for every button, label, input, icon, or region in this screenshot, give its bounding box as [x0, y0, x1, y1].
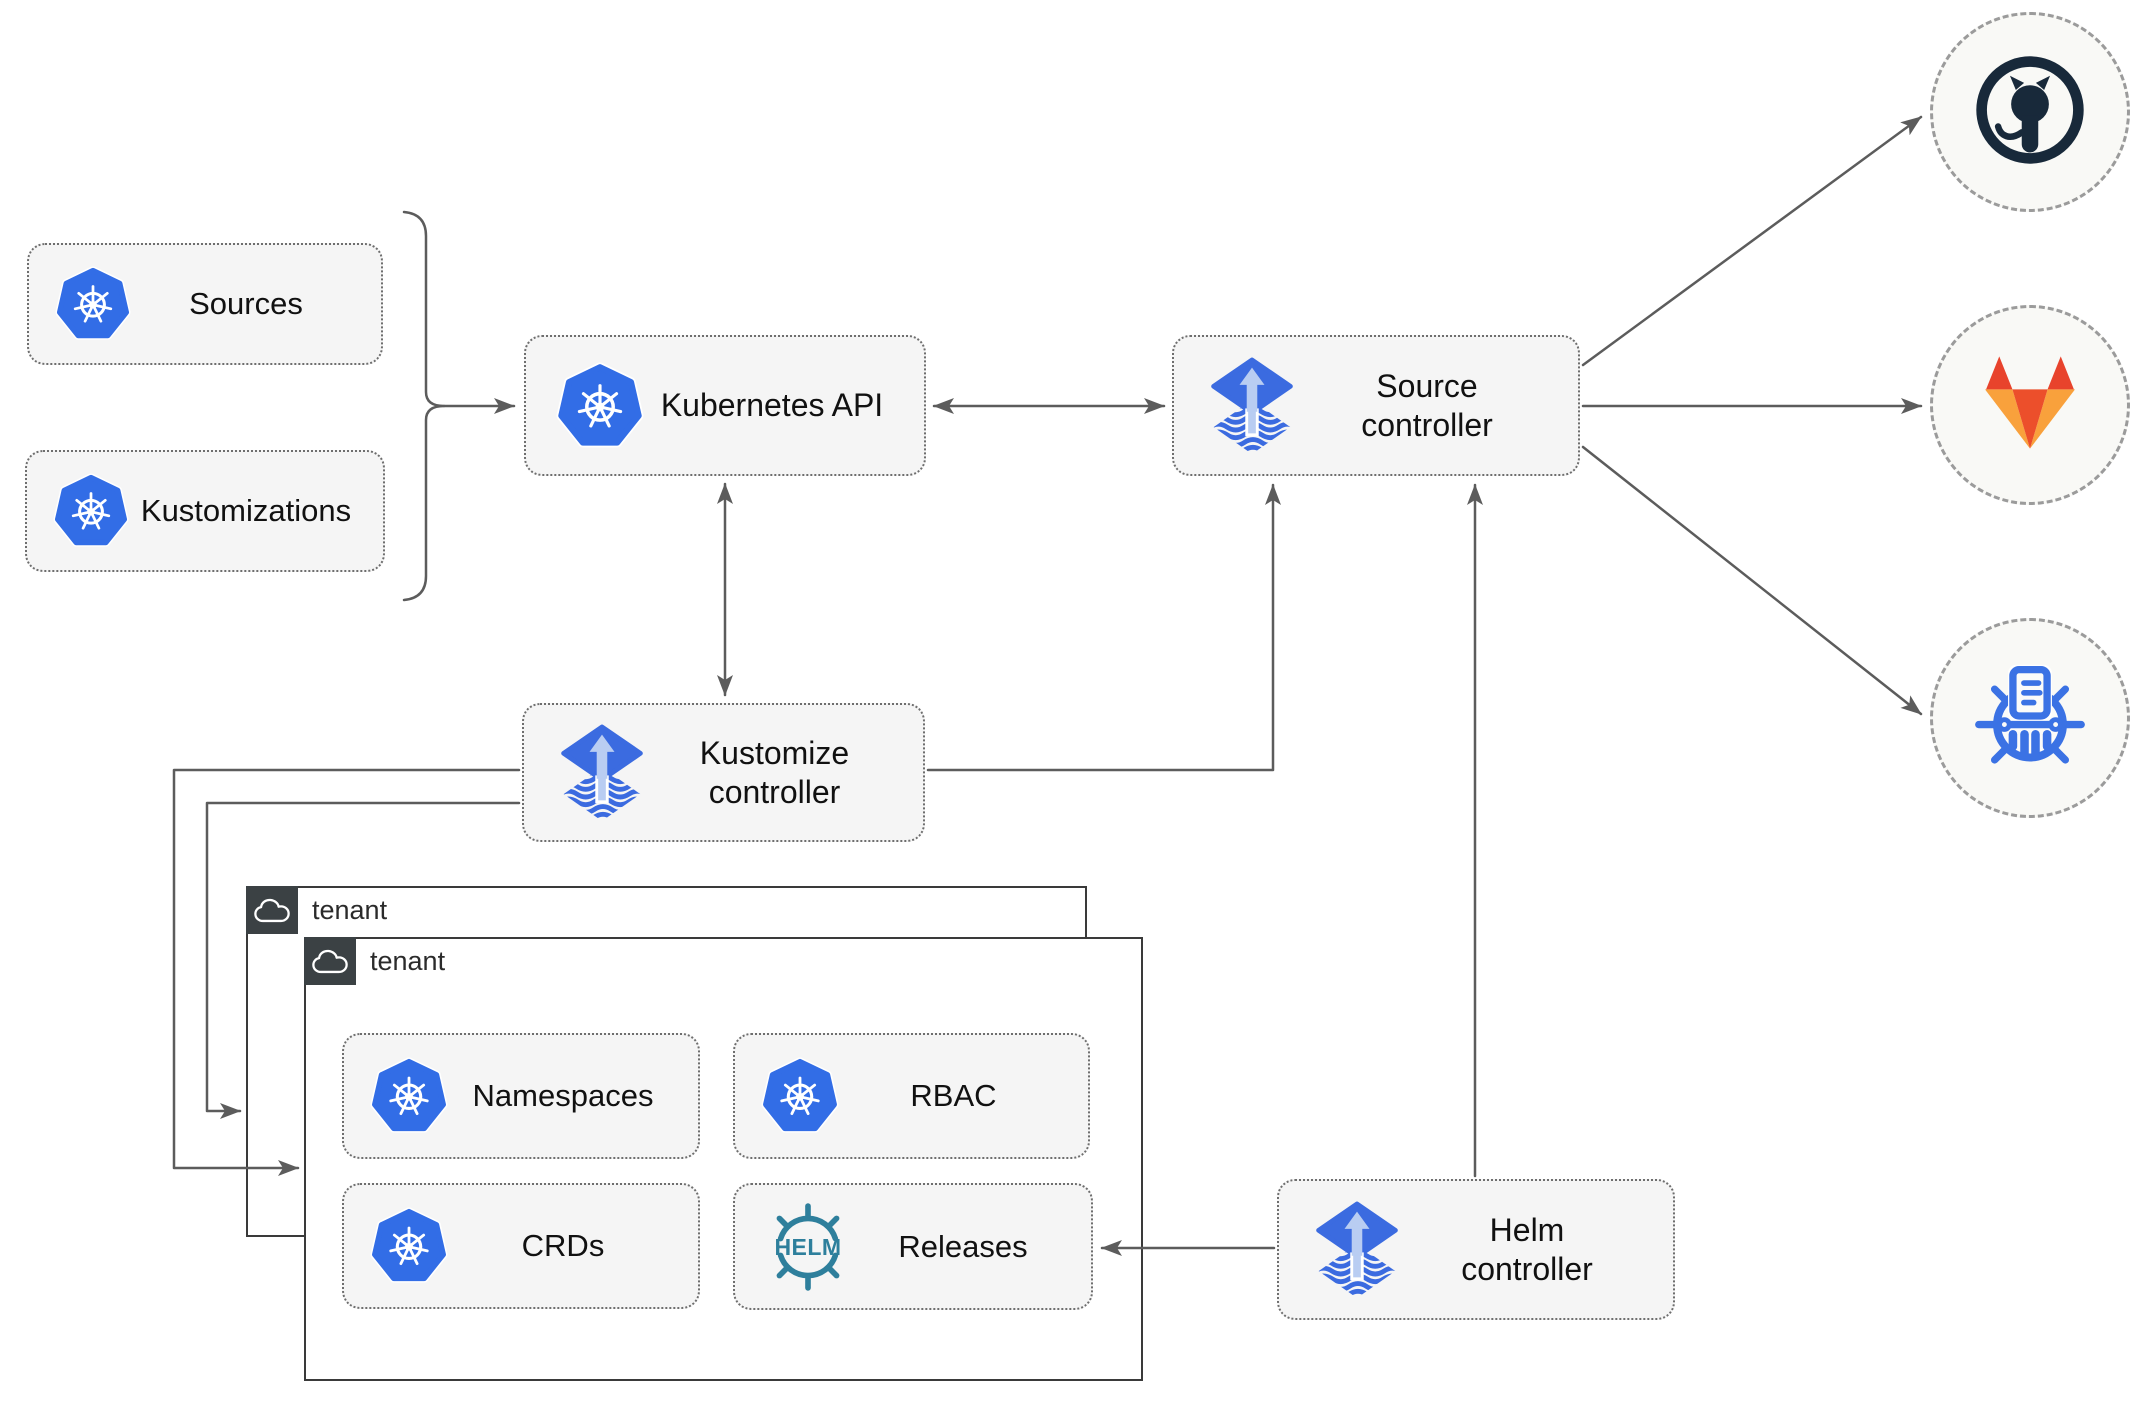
flux-icon — [1204, 356, 1300, 456]
external-github — [1930, 12, 2130, 212]
node-kustomize-controller: Kustomize controller — [522, 703, 925, 842]
bracket-sources-group — [402, 210, 446, 602]
kubernetes-icon — [761, 1057, 839, 1135]
helm-icon: HELM — [761, 1200, 855, 1294]
flux-icon — [554, 723, 650, 823]
node-label: Helm controller — [1411, 1211, 1643, 1288]
node-namespaces: Namespaces — [342, 1033, 700, 1159]
node-label: Namespaces — [472, 1078, 654, 1114]
tenant-label: tenant — [312, 894, 388, 925]
tenant-label: tenant — [370, 945, 446, 976]
node-releases: HELM Releases — [733, 1183, 1093, 1310]
cloud-icon — [246, 886, 298, 934]
kubernetes-icon — [370, 1207, 448, 1285]
node-rbac: RBAC — [733, 1033, 1090, 1159]
label-line1: Helm — [1489, 1212, 1565, 1249]
edge-source-controller-to-helm-repository — [1581, 445, 1923, 716]
node-label: RBAC — [910, 1078, 997, 1114]
cloud-icon — [304, 937, 356, 985]
flux-icon — [1309, 1200, 1405, 1300]
kubernetes-icon — [55, 266, 131, 342]
edge-kustomize-to-source-controller — [926, 483, 1281, 772]
node-sources: Sources — [27, 243, 383, 365]
github-icon — [1971, 51, 2089, 174]
label-line2: controller — [1461, 1250, 1593, 1287]
node-label: Kustomizations — [140, 493, 352, 529]
node-label: Releases — [898, 1228, 1028, 1264]
kubernetes-icon — [53, 473, 129, 549]
node-label: Source controller — [1306, 367, 1548, 444]
tenant-group-front: tenant — [304, 937, 1143, 1381]
label-line1: Source — [1376, 368, 1478, 405]
node-label: Sources — [189, 286, 303, 322]
helm-logo-text: HELM — [774, 1233, 841, 1259]
node-label: Kustomize controller — [656, 734, 893, 811]
label-line2: controller — [1361, 406, 1493, 443]
node-source-controller: Source controller — [1172, 335, 1580, 476]
node-kubernetes-api: Kubernetes API — [524, 335, 926, 476]
node-crds: CRDs — [342, 1183, 700, 1309]
node-label: CRDs — [521, 1228, 605, 1264]
label-line1: Kustomize — [699, 735, 850, 772]
node-kustomizations: Kustomizations — [25, 450, 385, 572]
edge-source-controller-to-github — [1581, 115, 1923, 367]
kubernetes-icon — [556, 362, 644, 450]
node-label: Kubernetes API — [660, 387, 884, 424]
external-gitlab — [1930, 305, 2130, 505]
kubernetes-icon — [370, 1057, 448, 1135]
chartmuseum-icon — [1969, 655, 2091, 782]
node-helm-controller: Helm controller — [1277, 1179, 1675, 1320]
label-line2: controller — [708, 773, 841, 810]
gitlab-icon — [1975, 352, 2085, 458]
external-helm-repository — [1930, 618, 2130, 818]
